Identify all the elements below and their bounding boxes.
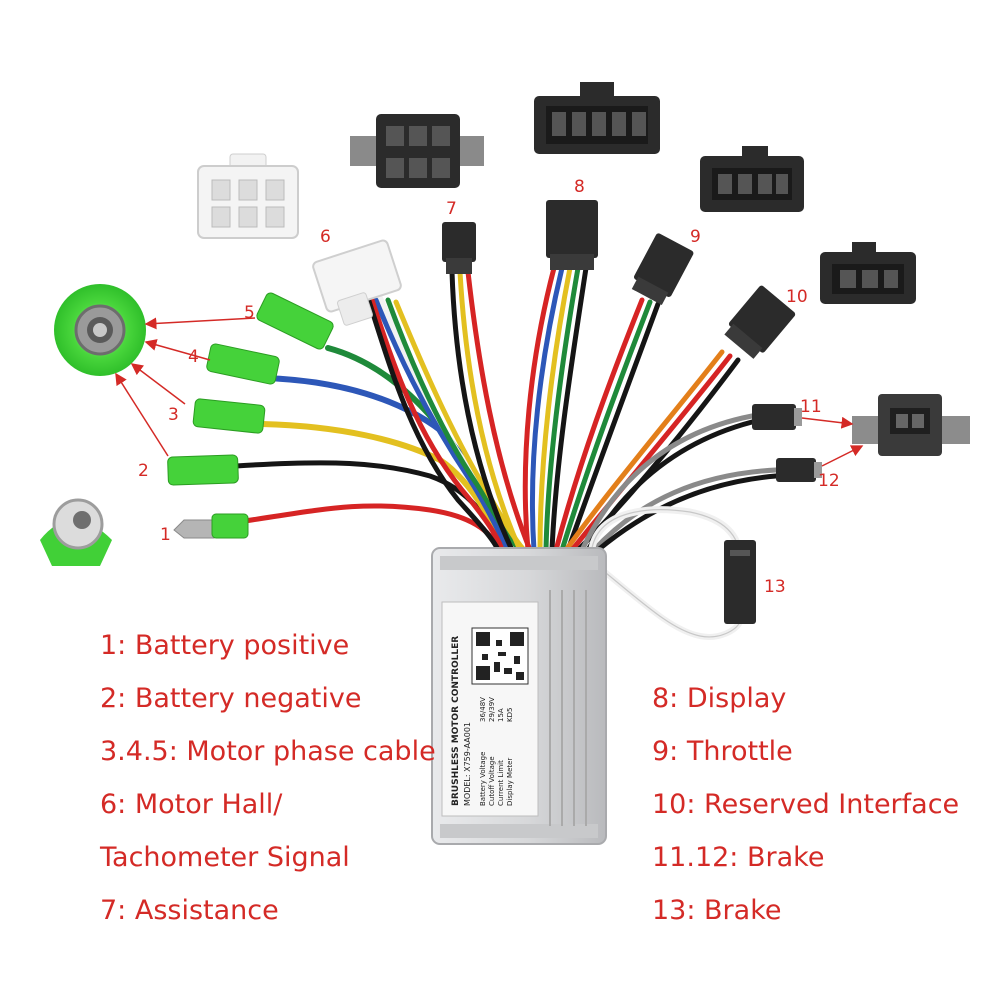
spec-value-display-meter: KD5 — [506, 708, 514, 722]
legend-item-brake-11-12: 11.12: Brake — [652, 842, 825, 873]
black-5pin-connector-large — [534, 82, 660, 154]
legend-item-tachometer: Tachometer Signal — [100, 842, 350, 873]
legend-item-display: 8: Display — [652, 683, 787, 714]
throttle-plug — [631, 233, 694, 305]
spec-name-cutoff-voltage: Cutoff Voltage — [488, 756, 496, 806]
green-bullet-cap — [40, 498, 112, 566]
spec-value-battery-voltage: 36/48V — [479, 697, 487, 722]
spec-value-current-limit: 15A — [497, 708, 505, 722]
terminal-3-phase — [192, 398, 266, 434]
spec-name-current-limit: Current Limit — [497, 760, 505, 806]
spec-value-cutoff-voltage: 29/39V — [488, 697, 496, 722]
spec-name-display-meter: Display Meter — [506, 758, 514, 806]
callout-4: 4 — [188, 347, 199, 367]
assistance-plug — [442, 222, 476, 274]
brake-plug-13 — [724, 540, 756, 624]
legend-item-throttle: 9: Throttle — [652, 736, 793, 767]
brake-plug-12 — [776, 458, 822, 482]
controller-label: BRUSHLESS MOTOR CONTROLLER MODEL: X759-A… — [451, 636, 514, 806]
callout-2: 2 — [138, 461, 149, 481]
terminal-2-battery-negative — [167, 454, 239, 486]
callout-12: 12 — [818, 471, 840, 491]
legend-item-battery-negative: 2: Battery negative — [100, 683, 362, 714]
legend-item-motor-phase: 3.4.5: Motor phase cable — [100, 736, 436, 767]
reserved-plug — [724, 285, 796, 359]
controller-model: MODEL: X759-AA001 — [463, 722, 472, 806]
legend-item-reserved: 10: Reserved Interface — [652, 789, 960, 820]
terminal-4-phase — [206, 343, 280, 385]
wire-bundle — [233, 265, 779, 640]
black-4pin-connector — [700, 146, 804, 212]
qr-code — [471, 627, 529, 685]
callout-1: 1 — [160, 525, 171, 545]
callout-13: 13 — [764, 577, 786, 597]
callout-10: 10 — [786, 287, 808, 307]
callout-numbers: 1 2 3 4 5 6 7 8 9 10 11 12 13 — [138, 177, 840, 597]
callout-9: 9 — [690, 227, 701, 247]
callout-11: 11 — [800, 397, 822, 417]
callout-arrows — [115, 317, 864, 467]
brake-connector-female — [852, 394, 970, 456]
callout-5: 5 — [244, 303, 255, 323]
legend-item-motor-hall: 6: Motor Hall/ — [100, 789, 283, 820]
green-bullet-receptacle — [54, 284, 146, 376]
terminal-1-battery-positive — [173, 513, 249, 539]
legend-item-brake-13: 13: Brake — [652, 895, 782, 926]
black-3pin-connector — [820, 242, 916, 304]
spec-name-battery-voltage: Battery Voltage — [479, 752, 487, 806]
terminal-5-phase — [256, 292, 334, 350]
brake-plug-11 — [752, 404, 802, 430]
display-plug — [546, 200, 598, 270]
callout-3: 3 — [168, 405, 179, 425]
black-6pin-connector — [350, 114, 484, 188]
controller-title: BRUSHLESS MOTOR CONTROLLER — [451, 636, 461, 806]
callout-7: 7 — [446, 199, 457, 219]
callout-6: 6 — [320, 227, 331, 247]
callout-8: 8 — [574, 177, 585, 197]
legend-item-battery-positive: 1: Battery positive — [100, 630, 350, 661]
hall-plug-white — [312, 239, 402, 326]
white-6pin-connector — [197, 153, 299, 239]
legend-item-assistance: 7: Assistance — [100, 895, 279, 926]
